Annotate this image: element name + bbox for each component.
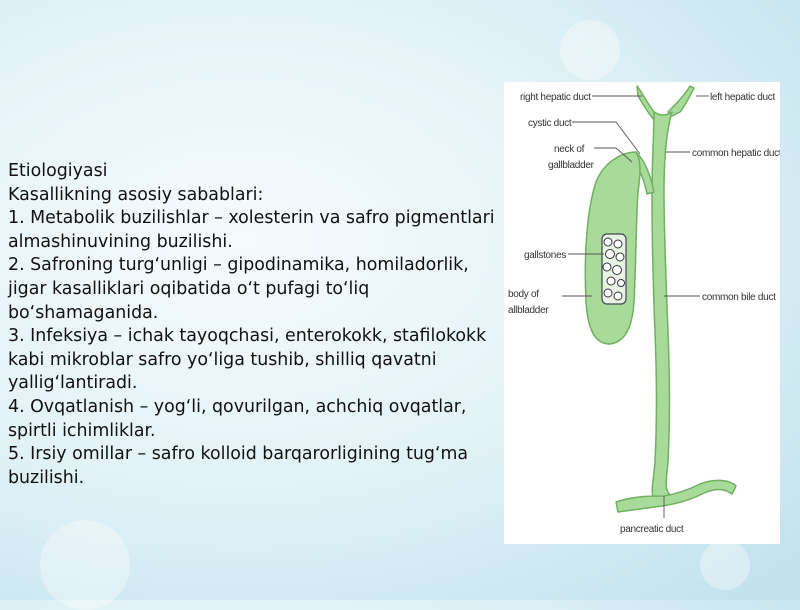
list-item: 5. Irsiy omillar – safro kolloid barqaro… bbox=[8, 444, 469, 488]
background-bokeh bbox=[700, 540, 750, 590]
slide-text: Etiologiyasi Kasallikning asosiy sababla… bbox=[8, 160, 498, 490]
common-bile-duct-shape bbox=[651, 111, 673, 501]
label-left-hepatic-duct: left hepatic duct bbox=[710, 92, 775, 103]
label-pancreatic-duct: pancreatic duct bbox=[620, 524, 684, 535]
pancreatic-duct-shape bbox=[615, 479, 737, 513]
label-common-bile-duct: common bile duct bbox=[702, 292, 776, 303]
label-common-hepatic-duct: common hepatic duct bbox=[692, 148, 780, 159]
list-item: 4. Ovqatlanish – yog‘li, qovurilgan, ach… bbox=[8, 396, 467, 441]
background-bokeh bbox=[560, 20, 620, 80]
label-right-hepatic-duct: right hepatic duct bbox=[520, 92, 591, 103]
label-neck-of-gallbladder: gallbladder bbox=[548, 160, 595, 171]
list-item: 3. Infeksiya – ichak tayoqchasi, enterok… bbox=[8, 326, 487, 394]
gallbladder-illustration: right hepatic duct left hepatic duct cys… bbox=[508, 85, 780, 535]
background-bokeh bbox=[40, 520, 130, 610]
list-item: 2. Safroning turg‘unligi – gipodinamika,… bbox=[8, 255, 469, 323]
label-cystic-duct: cystic duct bbox=[528, 118, 572, 129]
gallbladder-diagram: right hepatic duct left hepatic duct cys… bbox=[504, 82, 780, 544]
slide-intro: Kasallikning asosiy sabablari: bbox=[8, 184, 264, 205]
label-neck-of-gallbladder: neck of bbox=[554, 144, 585, 155]
label-body-of-gallbladder: body of bbox=[508, 289, 539, 300]
label-body-of-gallbladder: allbladder bbox=[508, 305, 549, 316]
slide-heading: Etiologiyasi bbox=[8, 161, 108, 181]
label-gallstones: gallstones bbox=[524, 250, 566, 261]
list-item: 1. Metabolik buzilishlar – xolesterin va… bbox=[8, 208, 495, 252]
gallstones-shape bbox=[601, 233, 627, 305]
